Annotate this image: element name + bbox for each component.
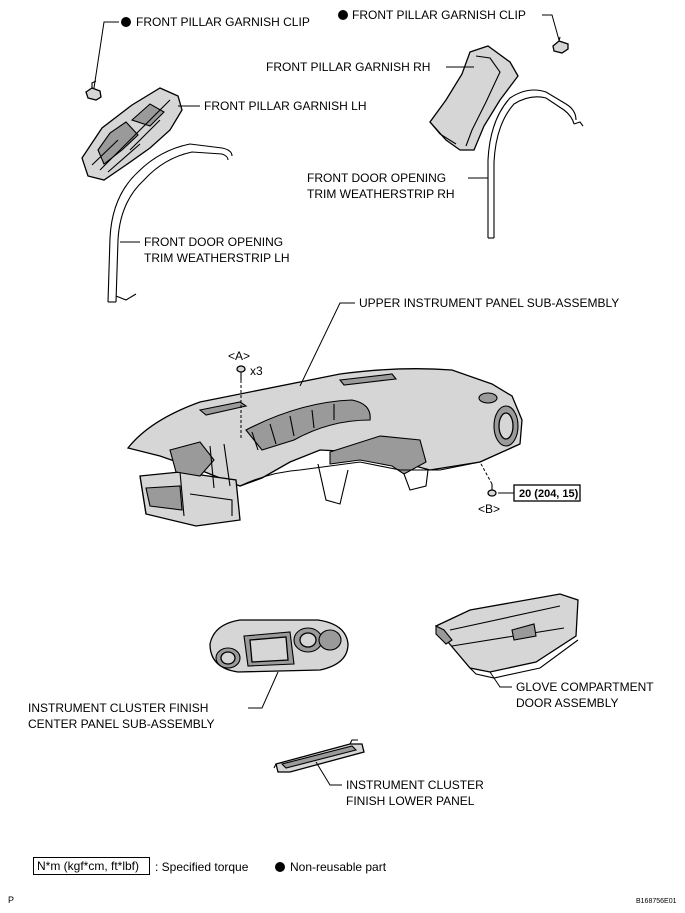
legend-torque-unit: N*m (kgf*cm, ft*lbf) <box>37 859 140 873</box>
label-bolt-b: <B> <box>478 502 500 516</box>
label-center-panel-line1: INSTRUMENT CLUSTER FINISH <box>28 701 208 715</box>
label-front-pillar-garnish-lh: FRONT PILLAR GARNISH LH <box>204 99 366 113</box>
label-weatherstrip-rh-line2: TRIM WEATHERSTRIP RH <box>307 187 455 201</box>
instrument-cluster-finish-lower-panel <box>273 739 365 773</box>
bolt-b-icon <box>487 484 497 497</box>
footer-left-code: P <box>8 895 14 905</box>
leader-center-panel <box>248 671 279 709</box>
label-glove-compartment-line2: DOOR ASSEMBLY <box>516 696 618 710</box>
legend-nonreusable-desc: Non-reusable part <box>290 860 387 874</box>
front-pillar-garnish-lh <box>81 87 183 181</box>
label-front-pillar-garnish-clip-lh: FRONT PILLAR GARNISH CLIP <box>136 15 310 29</box>
non-reusable-bullet-icon <box>338 10 348 20</box>
leader-lower-panel <box>315 761 342 786</box>
footer-right-code: B168756E01 <box>636 898 677 905</box>
glove-compartment-door-assembly <box>435 593 579 679</box>
label-center-panel-line2: CENTER PANEL SUB-ASSEMBLY <box>28 717 215 731</box>
leader-clip-lh <box>93 21 119 89</box>
leader-upper-panel <box>299 302 355 387</box>
leader-bolt-b <box>479 461 493 485</box>
label-weatherstrip-lh-line2: TRIM WEATHERSTRIP LH <box>144 251 290 265</box>
label-glove-compartment-line1: GLOVE COMPARTMENT <box>516 680 654 694</box>
leader-glove-compartment <box>489 671 512 688</box>
front-door-opening-trim-weatherstrip-lh <box>107 143 233 303</box>
torque-value: 20 (204, 15) <box>519 488 579 500</box>
label-weatherstrip-lh-line1: FRONT DOOR OPENING <box>144 235 283 249</box>
label-weatherstrip-rh-line1: FRONT DOOR OPENING <box>307 171 446 185</box>
label-bolt-a-quantity: x3 <box>250 364 263 378</box>
bolt-a-icon <box>236 365 246 380</box>
non-reusable-bullet-icon <box>275 862 285 872</box>
label-lower-panel-line2: FINISH LOWER PANEL <box>346 794 475 808</box>
label-front-pillar-garnish-clip-rh: FRONT PILLAR GARNISH CLIP <box>352 8 526 22</box>
legend-torque-desc: : Specified torque <box>155 860 249 874</box>
front-pillar-garnish-clip-rh <box>552 36 569 54</box>
label-upper-instrument-panel: UPPER INSTRUMENT PANEL SUB-ASSEMBLY <box>359 296 619 310</box>
label-front-pillar-garnish-rh: FRONT PILLAR GARNISH RH <box>266 60 430 74</box>
front-door-opening-trim-weatherstrip-rh <box>487 89 584 239</box>
front-pillar-garnish-clip-lh <box>85 80 102 101</box>
leader-clip-rh <box>542 14 560 41</box>
instrument-cluster-finish-center-panel <box>209 619 349 673</box>
front-pillar-garnish-rh <box>429 45 519 151</box>
legend-torque-unit-box: N*m (kgf*cm, ft*lbf) <box>33 857 150 875</box>
non-reusable-bullet-icon <box>121 17 131 27</box>
label-bolt-a: <A> <box>228 349 250 363</box>
upper-instrument-panel-sub-assembly <box>126 368 523 527</box>
label-lower-panel-line1: INSTRUMENT CLUSTER <box>346 778 484 792</box>
